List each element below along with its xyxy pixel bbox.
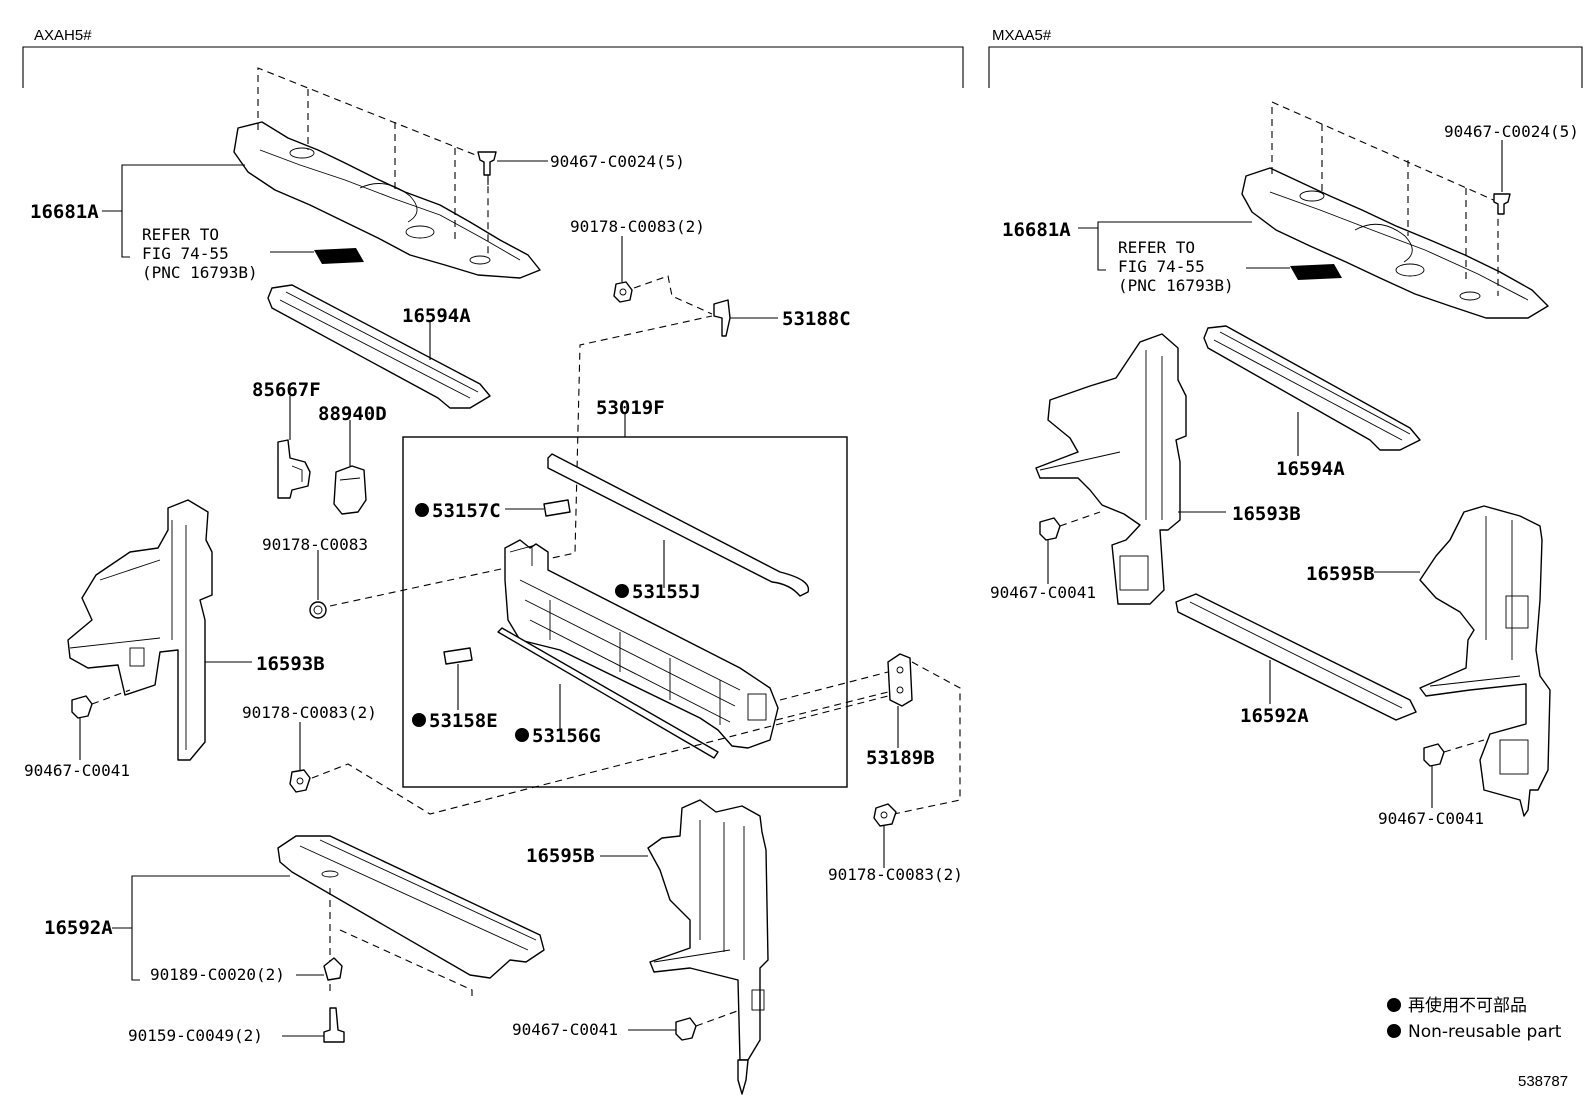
label-53188C: 53188C [782, 308, 851, 330]
part-16681A-cover-right [1241, 167, 1549, 319]
part-53155J-seal [547, 453, 810, 597]
part-16595B-guide-left [600, 799, 769, 1095]
part-53157C-pad [505, 499, 571, 517]
label-90467-C0041-left: 90467-C0041 [24, 761, 130, 780]
label-53158E: 53158E [429, 710, 498, 732]
clip-90189-C0020 [296, 957, 343, 981]
label-16595B-right: 16595B [1306, 563, 1375, 585]
clip-90467-C0024-left [477, 151, 548, 176]
section-bracket-right [988, 46, 1583, 88]
bolt-90467-C0041-right-lower [1423, 739, 1485, 808]
label-16592A-left: 16592A [44, 917, 113, 939]
label-90178-C0083: 90178-C0083 [262, 535, 368, 554]
part-16594A-rail-right [1203, 325, 1421, 456]
non-reusable-marker-53156G [515, 728, 529, 742]
label-16594A-left: 16594A [402, 305, 471, 327]
section-label-left: AXAH5# [34, 27, 92, 44]
label-90467-C0024-5-left: 90467-C0024(5) [550, 152, 685, 171]
label-refer-line2-left: FIG 74-55 [142, 244, 229, 263]
non-reusable-marker-53158E [412, 713, 426, 727]
label-53155J: 53155J [632, 581, 701, 603]
label-16593B-left: 16593B [256, 653, 325, 675]
non-reusable-marker-53157C [415, 503, 429, 517]
section-bracket-left [22, 46, 964, 88]
bolt-90467-C0041-bottom [628, 1009, 741, 1041]
label-16681A-right: 16681A [1002, 219, 1071, 241]
label-90467-C0041-bottom: 90467-C0041 [512, 1020, 618, 1039]
part-88940D-connector [333, 420, 367, 515]
label-90467-C0041-right-upper: 90467-C0041 [990, 583, 1096, 602]
label-90178-C0083-2-top: 90178-C0083(2) [570, 217, 705, 236]
label-90189-C0020-2: 90189-C0020(2) [150, 965, 285, 984]
part-16593B-guide-right [1035, 333, 1226, 605]
screw-90159-C0049 [282, 1007, 345, 1043]
figure-number: 538787 [1518, 1073, 1568, 1090]
label-16594A-right: 16594A [1276, 458, 1345, 480]
label-refer-line3-left: (PNC 16793B) [142, 263, 258, 282]
part-radiator-support [504, 539, 779, 749]
part-53156G-seal [497, 627, 719, 759]
label-16593B-right: 16593B [1232, 503, 1301, 525]
part-53158E-pad [443, 647, 473, 710]
legend: 再使用不可部品 Non-reusable part [1387, 995, 1562, 1042]
label-53156G: 53156G [532, 725, 601, 747]
label-90159-C0049-2: 90159-C0049(2) [128, 1026, 263, 1045]
part-16594A-rail-left [267, 284, 491, 409]
non-reusable-marker-53155J [615, 584, 629, 598]
label-85667F: 85667F [252, 379, 321, 401]
section-label-right: MXAA5# [992, 27, 1052, 44]
nut-90178-C0083-low [873, 803, 897, 868]
refer-swatch-left [270, 248, 364, 264]
bracket-16681A-right [1078, 221, 1252, 271]
label-53157C: 53157C [432, 500, 501, 522]
dashed-guides-16681A-right [1271, 101, 1499, 296]
label-refer-line2-right: FIG 74-55 [1118, 257, 1205, 276]
refer-swatch-right [1246, 264, 1342, 280]
legend-text-jp: 再使用不可部品 [1408, 995, 1527, 1016]
legend-marker-2 [1387, 1024, 1401, 1038]
label-16595B-left: 16595B [526, 845, 595, 867]
nut-90178-C0083-mid [289, 695, 889, 815]
part-16592A-cover-right [1175, 593, 1417, 721]
nut-90178-C0083-single [309, 315, 713, 619]
nut-90178-C0083-top [613, 236, 713, 315]
legend-text-en: Non-reusable part [1408, 1022, 1562, 1042]
label-refer-line3-right: (PNC 16793B) [1118, 276, 1234, 295]
label-refer-line1-right: REFER TO [1118, 238, 1195, 257]
assembly-box-53019F [402, 412, 848, 788]
label-90467-C0041-right-lower: 90467-C0041 [1378, 809, 1484, 828]
part-16595B-guide-right [1374, 505, 1551, 817]
part-16592A-cover-left [112, 835, 545, 981]
part-16593B-guide-left [67, 499, 252, 761]
part-53189B-bracket [775, 653, 961, 815]
label-90178-C0083-2-low: 90178-C0083(2) [828, 865, 963, 884]
label-refer-line1-left: REFER TO [142, 225, 219, 244]
bolt-90467-C0041-right-upper [1039, 511, 1101, 584]
label-90178-C0083-2-mid: 90178-C0083(2) [242, 703, 377, 722]
bracket-16681A-left [102, 164, 245, 258]
clip-90467-C0024-right [1493, 140, 1511, 215]
label-16681A-left: 16681A [30, 201, 99, 223]
label-88940D: 88940D [318, 403, 387, 425]
legend-marker-1 [1387, 998, 1401, 1012]
label-16592A-right: 16592A [1240, 705, 1309, 727]
label-53019F: 53019F [596, 397, 665, 419]
bolt-90467-C0041-left [71, 689, 131, 760]
part-85667F-bracket [277, 396, 311, 499]
part-16681A-cover-left [233, 121, 541, 279]
label-53189B: 53189B [866, 747, 935, 769]
part-53188C-clip [713, 299, 778, 337]
label-90467-C0024-5-right: 90467-C0024(5) [1444, 122, 1579, 141]
